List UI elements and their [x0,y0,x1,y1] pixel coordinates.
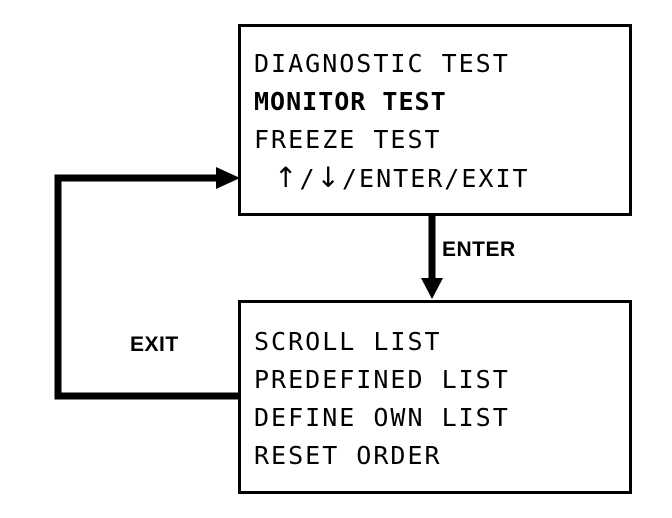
menu-item-predefined-list[interactable]: PREDEFINED LIST [254,365,510,394]
monitor-test-submenu-screen: SCROLL LIST PREDEFINED LIST DEFINE OWN L… [238,300,632,494]
exit-loop-line [54,174,238,400]
menu-item-define-own-list[interactable]: DEFINE OWN LIST [254,403,510,432]
menu-item-reset-order[interactable]: RESET ORDER [254,441,442,470]
navigation-hint: ↑/↓/ENTER/EXIT [254,159,629,198]
up-arrow-icon: ↑ [274,161,300,194]
exit-flow-label: EXIT [130,333,179,356]
down-arrow-icon: ↓ [316,161,342,194]
nav-keys-text: /ENTER/EXIT [342,164,530,193]
main-menu-screen: DIAGNOSTIC TEST MONITOR TEST FREEZE TEST… [238,24,632,216]
menu-item-diagnostic-test[interactable]: DIAGNOSTIC TEST [254,49,510,78]
nav-separator: / [299,164,317,193]
menu-item-freeze-test[interactable]: FREEZE TEST [254,125,442,154]
enter-arrow-head [421,278,443,299]
menu-item-monitor-test[interactable]: MONITOR TEST [254,87,447,116]
enter-flow-label: ENTER [442,238,516,261]
exit-arrow-head [216,167,240,189]
menu-item-scroll-list[interactable]: SCROLL LIST [254,327,442,356]
